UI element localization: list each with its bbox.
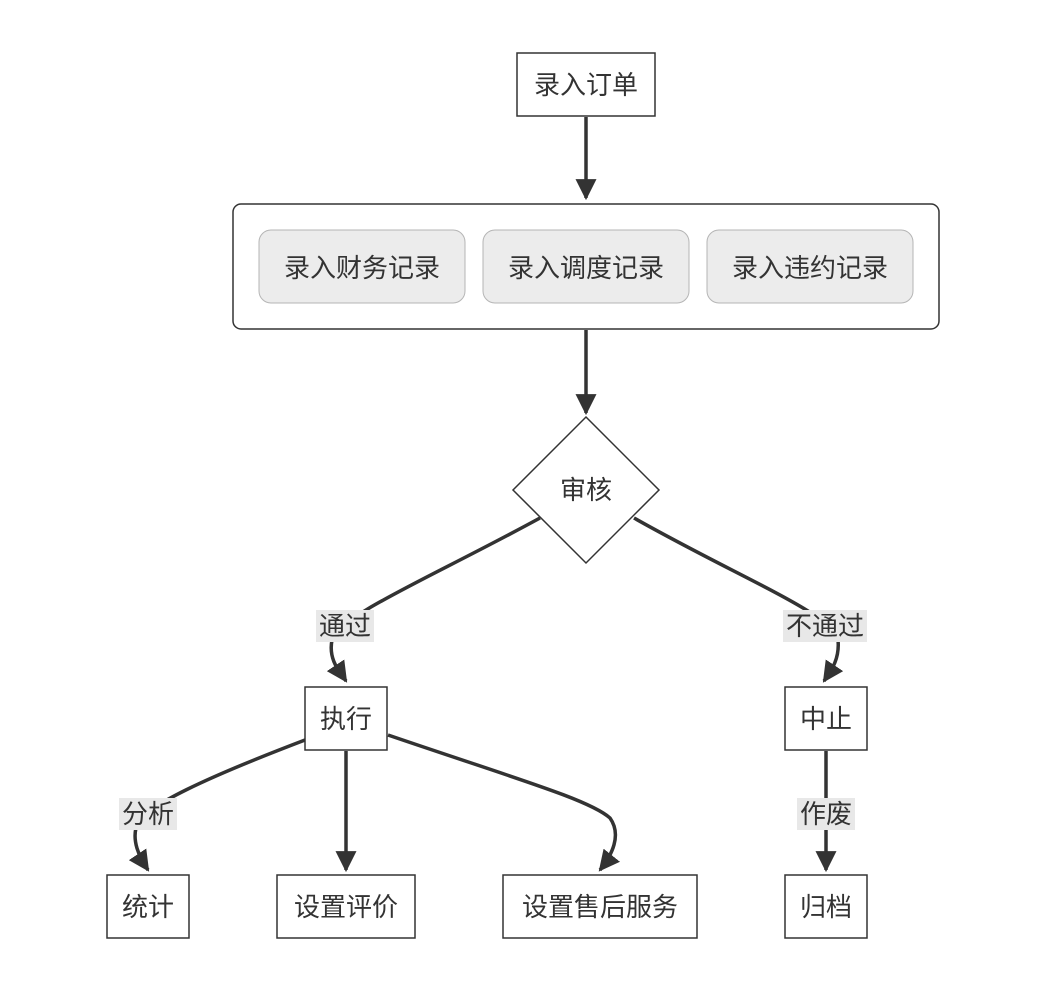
node-execute-label: 执行 [320, 705, 372, 735]
node-execute: 执行 [304, 686, 388, 751]
edge-label-fail: 不通过 [783, 610, 867, 642]
node-statistics: 统计 [106, 874, 190, 939]
node-set-after-sales-label: 设置售后服务 [522, 893, 678, 923]
edge-label-void: 作废 [797, 798, 855, 830]
record-group: 录入财务记录 录入调度记录 录入违约记录 [232, 203, 940, 330]
node-violation-record-label: 录入违约记录 [732, 254, 888, 284]
node-enter-order-label: 录入订单 [534, 71, 638, 101]
node-terminate-label: 中止 [800, 705, 852, 735]
node-set-rating: 设置评价 [276, 874, 416, 939]
node-archive-label: 归档 [800, 893, 852, 923]
node-dispatch-record-label: 录入调度记录 [508, 254, 664, 284]
node-set-rating-label: 设置评价 [294, 893, 398, 923]
node-review: 审核 [511, 415, 661, 565]
node-finance-record-label: 录入财务记录 [284, 254, 440, 284]
edge-execute-to-after-sales [387, 733, 621, 872]
node-review-label: 审核 [560, 476, 612, 506]
node-dispatch-record: 录入调度记录 [482, 229, 690, 304]
edge-label-void-text: 作废 [800, 800, 852, 830]
edge-review-to-execute [326, 516, 541, 683]
node-finance-record: 录入财务记录 [258, 229, 466, 304]
node-terminate: 中止 [784, 686, 868, 751]
node-enter-order: 录入订单 [516, 52, 656, 117]
edge-label-fail-text: 不通过 [786, 612, 864, 642]
node-archive: 归档 [784, 874, 868, 939]
node-violation-record: 录入违约记录 [706, 229, 914, 304]
edge-label-analyze: 分析 [119, 798, 177, 830]
edge-label-pass: 通过 [316, 610, 374, 642]
node-set-after-sales: 设置售后服务 [502, 874, 698, 939]
node-statistics-label: 统计 [122, 893, 174, 923]
edge-label-pass-text: 通过 [319, 612, 371, 642]
edge-label-analyze-text: 分析 [122, 800, 174, 830]
edge-review-to-terminate [633, 516, 844, 683]
